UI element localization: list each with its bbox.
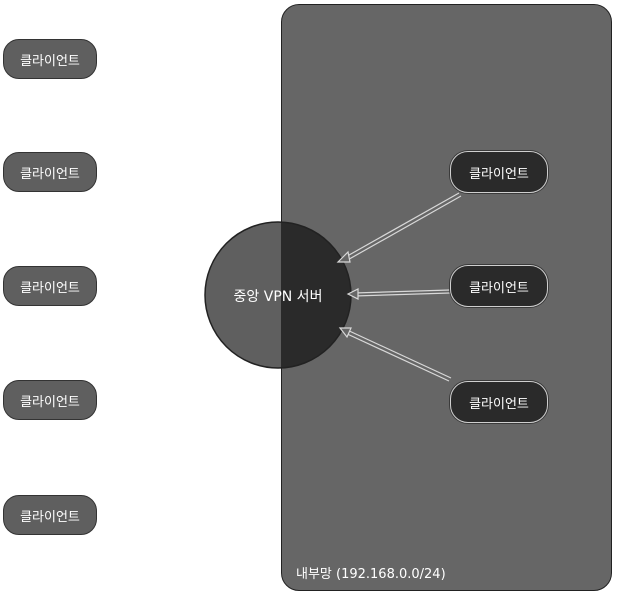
external-client-1-label: 클라이언트 [20,53,80,69]
arrow-internal-2-to-server [346,288,451,300]
external-client-2-label: 클라이언트 [20,166,80,182]
external-client-4-label: 클라이언트 [20,394,80,410]
internal-client-2: 클라이언트 [450,265,548,307]
external-client-5: 클라이언트 [3,495,97,535]
external-client-4: 클라이언트 [3,380,97,420]
arrow-internal-1-to-server [336,192,462,263]
external-client-3: 클라이언트 [3,266,97,306]
internal-client-1-label: 클라이언트 [469,166,529,182]
internal-client-3: 클라이언트 [450,381,548,423]
external-client-2: 클라이언트 [3,152,97,192]
vpn-server-node [204,221,352,369]
external-client-5-label: 클라이언트 [20,509,80,525]
external-client-3-label: 클라이언트 [20,280,80,296]
arrow-internal-3-to-server [338,327,452,382]
external-client-1: 클라이언트 [3,39,97,79]
internal-client-3-label: 클라이언트 [469,396,529,412]
internal-client-2-label: 클라이언트 [469,280,529,296]
internal-network-label: 내부망 (192.168.0.0/24) [296,567,446,582]
internal-client-1: 클라이언트 [450,151,548,193]
vpn-server-label: 중앙 VPN 서버 [233,289,323,305]
